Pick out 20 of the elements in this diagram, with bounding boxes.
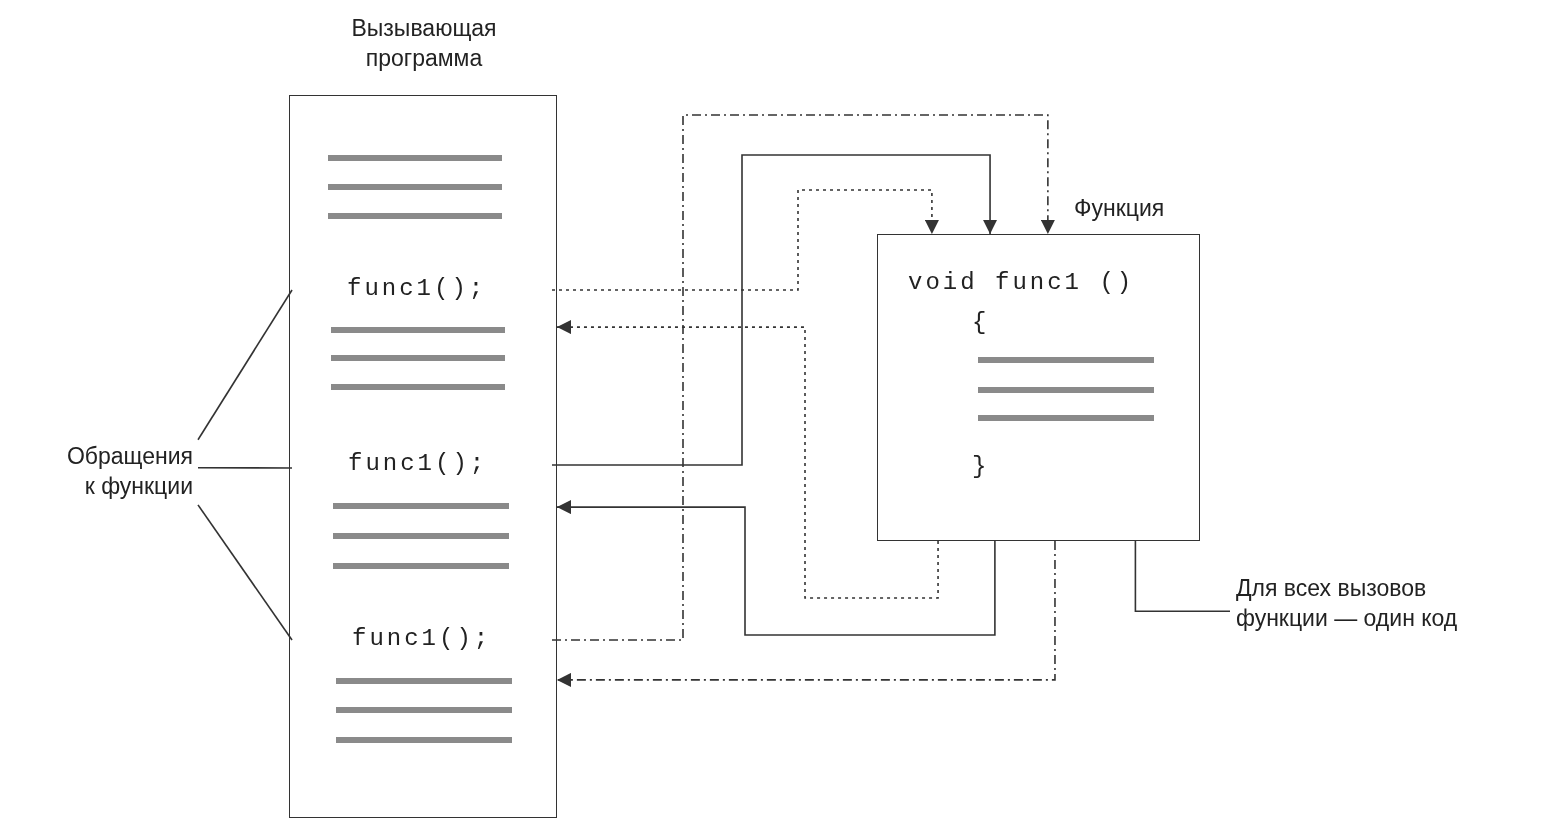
function-call-code: func1();	[347, 275, 487, 302]
leader-line	[1134, 540, 1231, 613]
leader-line	[197, 504, 293, 641]
leader-line	[197, 289, 293, 441]
arrow	[556, 500, 996, 636]
function-call-code: func1();	[352, 625, 492, 652]
function-call-code: func1();	[348, 450, 488, 477]
box-heading: Вызывающая программа	[350, 14, 498, 73]
brace-code: }	[972, 453, 990, 480]
arrow	[556, 320, 939, 599]
callout-label: Обращения к функции	[65, 442, 193, 501]
arrow	[556, 540, 1056, 687]
arrow	[551, 189, 939, 291]
box-heading: Функция	[1074, 194, 1165, 223]
arrow	[551, 114, 1055, 641]
leader-line	[197, 467, 293, 469]
callout-label: Для всех вызовов функции — один код	[1236, 574, 1459, 633]
brace-code: {	[972, 309, 990, 336]
arrow	[551, 154, 998, 466]
function-signature-code: void func1 ()	[908, 269, 1135, 296]
